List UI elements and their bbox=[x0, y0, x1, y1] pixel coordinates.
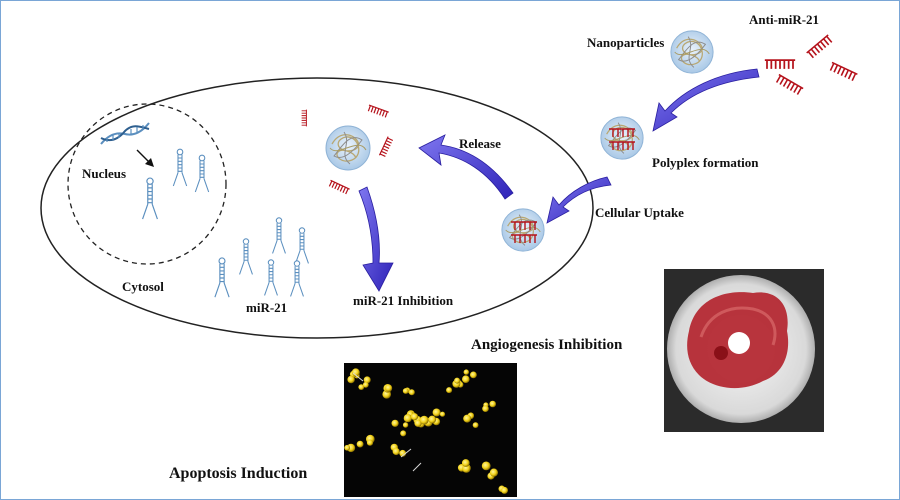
pointer-line bbox=[352, 372, 364, 382]
hairpin-icon bbox=[239, 238, 253, 275]
fluorescent-cell bbox=[391, 419, 399, 427]
cell-membrane bbox=[40, 77, 594, 339]
nucleus-label: Nucleus bbox=[82, 166, 126, 181]
fluorescent-cell bbox=[461, 459, 470, 467]
apoptosis-photo bbox=[344, 363, 517, 497]
pointer-line bbox=[400, 448, 412, 458]
polyplex-icon bbox=[600, 116, 644, 160]
fluorescent-cell bbox=[454, 377, 461, 384]
apoptosis-induction-label: Apoptosis Induction bbox=[169, 465, 307, 482]
fluorescent-cell bbox=[344, 444, 351, 451]
nanoparticles-label: Nanoparticles bbox=[587, 35, 664, 50]
fluorescent-cell bbox=[462, 375, 470, 384]
hairpin-icon bbox=[264, 259, 278, 296]
hairpin-icon bbox=[172, 148, 188, 187]
hairpin-icon bbox=[290, 260, 304, 297]
fluorescent-cell bbox=[351, 368, 360, 377]
release-arrow bbox=[418, 134, 514, 200]
fluorescent-cell bbox=[356, 440, 364, 448]
hairpin-icon bbox=[141, 177, 159, 220]
anti-mir-icon bbox=[805, 34, 835, 60]
anti-mir-icon bbox=[366, 104, 390, 119]
fluorescent-cell bbox=[347, 375, 355, 384]
angiogenesis-photo bbox=[664, 269, 824, 432]
anti-mir-icon bbox=[774, 73, 804, 97]
anti-mir-icon bbox=[827, 61, 859, 83]
fluorescent-cell bbox=[482, 405, 489, 413]
fluorescent-cell bbox=[481, 461, 491, 471]
nanoparticle-icon bbox=[325, 125, 371, 171]
anti-mir-icon bbox=[378, 136, 395, 159]
anti-mir-icon bbox=[327, 179, 351, 196]
fluorescent-cell bbox=[402, 388, 409, 394]
fluorescent-cell bbox=[470, 371, 477, 379]
fluorescent-cell bbox=[432, 408, 441, 417]
hairpin-icon bbox=[272, 217, 286, 254]
cellular-uptake-label: Cellular Uptake bbox=[595, 205, 684, 220]
fluorescent-cell bbox=[402, 422, 409, 428]
fluorescent-cell bbox=[439, 411, 446, 417]
fluorescent-cell bbox=[358, 384, 365, 390]
nanoparticle-icon bbox=[670, 30, 714, 74]
fluorescent-cell bbox=[410, 413, 419, 421]
fluorescent-cell bbox=[463, 414, 472, 423]
angiogenesis-inhibition-label: Angiogenesis Inhibition bbox=[471, 337, 623, 353]
pointer-line bbox=[412, 462, 422, 472]
fluorescent-cell bbox=[501, 486, 508, 494]
fluorescent-cell bbox=[385, 384, 393, 392]
polyplex-formation-arrow bbox=[652, 68, 760, 132]
fluorescent-cell bbox=[419, 415, 429, 425]
release-label: Release bbox=[459, 136, 501, 151]
fluorescent-cell bbox=[363, 376, 371, 384]
anti-mir21-label: Anti-miR-21 bbox=[749, 12, 819, 27]
fluorescent-cell bbox=[489, 468, 498, 477]
hairpin-icon bbox=[194, 154, 210, 193]
fluorescent-cell bbox=[366, 439, 374, 446]
fluorescent-cell bbox=[399, 449, 407, 457]
fluorescent-cell bbox=[463, 369, 469, 375]
mir21-inhibition-label: miR-21 Inhibition bbox=[353, 293, 454, 308]
fluorescent-cell bbox=[400, 430, 407, 437]
anti-mir-icon bbox=[301, 109, 307, 127]
nucleus-membrane bbox=[67, 103, 227, 265]
transcription-arrow bbox=[136, 149, 154, 167]
fluorescent-cell bbox=[408, 389, 415, 396]
fluorescent-cell bbox=[362, 381, 369, 388]
dna-helix-icon bbox=[100, 122, 150, 145]
fluorescent-cell bbox=[472, 422, 479, 428]
polyplex-icon bbox=[501, 208, 545, 252]
fluorescent-cell bbox=[414, 419, 422, 427]
inhibition-arrow bbox=[358, 186, 394, 292]
anti-mir-icon bbox=[763, 59, 797, 70]
fluorescent-cell bbox=[428, 415, 437, 424]
mir21-label: miR-21 bbox=[246, 300, 287, 315]
hairpin-icon bbox=[214, 257, 230, 298]
polyplex-formation-label: Polyplex formation bbox=[652, 155, 759, 170]
cellular-uptake-arrow bbox=[546, 176, 612, 224]
hairpin-icon bbox=[295, 227, 309, 264]
fluorescent-cell bbox=[403, 414, 412, 423]
fluorescent-cell bbox=[489, 400, 497, 408]
cytosol-label: Cytosol bbox=[122, 279, 164, 294]
fluorescent-cell bbox=[392, 447, 400, 456]
fluorescent-cell bbox=[446, 387, 453, 394]
